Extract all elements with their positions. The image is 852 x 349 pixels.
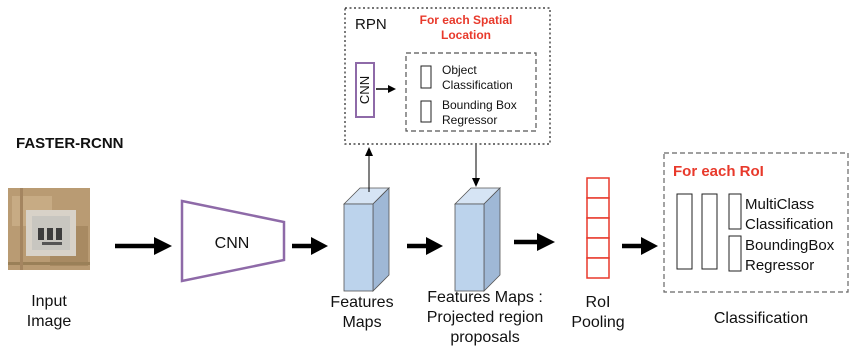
projected-label-line3: proposals <box>450 329 519 346</box>
arrow-features-to-rpn <box>365 147 373 192</box>
features-label-line2: Maps <box>342 314 381 331</box>
bbox-regressor-block <box>728 235 742 272</box>
rpn-bbox-regressor-block <box>420 100 432 123</box>
features-label-line1: Features <box>330 294 393 311</box>
diagram-title: FASTER-RCNN <box>16 135 124 152</box>
classification-fc-layer-2 <box>701 193 718 270</box>
classification-box <box>663 152 849 293</box>
multiclass-block <box>728 193 742 230</box>
cnn-label: CNN <box>215 235 250 252</box>
input-image <box>8 188 90 270</box>
rpn-label: RPN <box>355 16 387 33</box>
input-label-line2: Image <box>27 313 72 330</box>
feature-maps-block <box>343 187 390 292</box>
multiclass-line2: Classification <box>745 216 833 233</box>
arrow-cnn-to-features <box>292 237 328 255</box>
classification-caption: Classification <box>714 310 808 327</box>
arrow-roi-to-classification <box>622 237 658 255</box>
rpn-bbox-line1: Bounding Box <box>442 98 517 112</box>
roi-label-line1: RoI <box>586 294 611 311</box>
rpn-cnn-label: CNN <box>357 76 372 104</box>
projected-feature-maps-block <box>454 187 501 292</box>
rpn-obj-line1: Object <box>442 63 477 77</box>
classification-heading: For each RoI <box>673 163 764 180</box>
projected-label-line1: Features Maps : <box>427 289 543 306</box>
rpn-inner-arrow <box>376 85 396 93</box>
rpn-spatial-line2: Location <box>441 28 491 42</box>
bbox-line1: BoundingBox <box>745 237 835 254</box>
bbox-line2: Regressor <box>745 257 814 274</box>
rpn-object-classification-block <box>420 65 432 89</box>
cnn-block <box>180 199 286 283</box>
rpn-cnn-block <box>355 62 375 118</box>
arrow-features-to-projected <box>407 237 443 255</box>
rpn-spatial-line1: For each Spatial <box>420 13 513 27</box>
rpn-obj-line2: Classification <box>442 78 513 92</box>
projected-label-line2: Projected region <box>427 309 544 326</box>
rpn-bbox-line2: Regressor <box>442 113 497 127</box>
roi-label-line2: Pooling <box>571 314 624 331</box>
classification-fc-layer-1 <box>676 193 693 270</box>
arrow-projected-to-roi <box>514 233 555 251</box>
multiclass-line1: MultiClass <box>745 196 814 213</box>
arrow-image-to-cnn <box>115 237 172 255</box>
input-label-line1: Input <box>31 293 67 310</box>
roi-pooling-stack <box>586 177 610 279</box>
arrow-rpn-to-projected <box>472 145 480 187</box>
